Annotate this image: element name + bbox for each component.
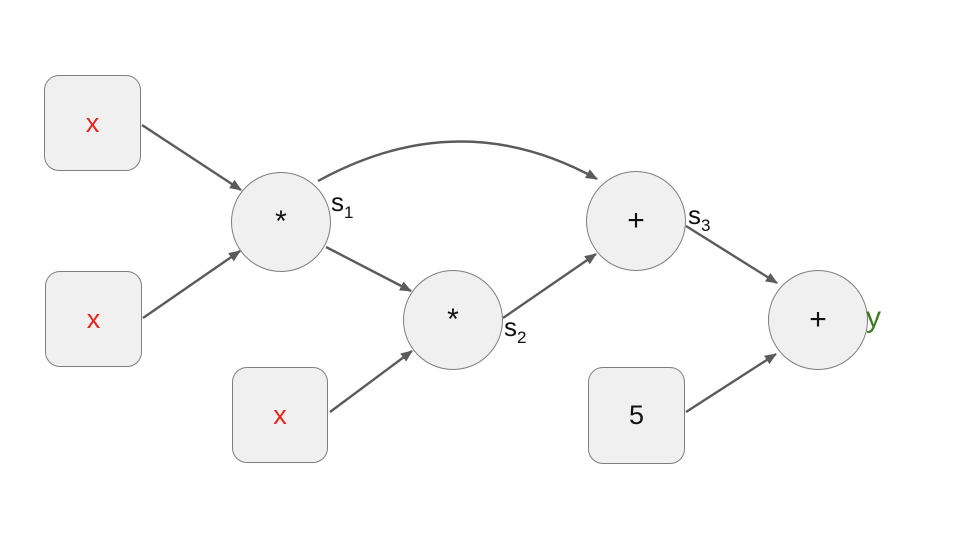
node-input-x2: x — [45, 271, 142, 367]
node-multiply-1: * — [231, 172, 331, 272]
label-s1-subscript: 1 — [344, 203, 354, 222]
label-s3: s3 — [688, 202, 710, 234]
node-add-1-label: + — [627, 204, 645, 237]
node-add-1: + — [586, 171, 686, 271]
node-multiply-2-label: * — [447, 303, 459, 336]
node-input-x1-label: x — [85, 107, 100, 138]
node-input-x2-label: x — [86, 303, 101, 334]
node-add-2-label: + — [809, 303, 827, 336]
node-input-x1: x — [44, 75, 141, 171]
edge-add1-to-add2 — [685, 224, 778, 285]
edge-const5-to-add2 — [685, 352, 777, 414]
node-const-5-label: 5 — [628, 400, 645, 430]
label-s2-subscript: 2 — [517, 328, 527, 347]
node-multiply-2: * — [403, 270, 503, 370]
label-s2-base: s — [504, 312, 517, 342]
node-add-2: + — [768, 270, 868, 370]
label-s1-base: s — [331, 187, 344, 217]
label-s3-subscript: 3 — [701, 216, 711, 235]
label-s2: s2 — [504, 314, 526, 346]
label-s3-base: s — [688, 200, 701, 230]
label-s1: s1 — [331, 189, 353, 221]
edge-mul1-to-mul2 — [325, 245, 412, 293]
edge-x3-to-mul2 — [329, 350, 413, 413]
node-input-x3: x — [232, 367, 328, 463]
node-const-5: 5 — [588, 367, 685, 464]
node-multiply-1-label: * — [275, 205, 287, 238]
edge-mul2-to-add1 — [502, 253, 597, 319]
node-input-x3-label: x — [273, 399, 287, 430]
edge-x2-to-mul1 — [142, 250, 241, 319]
edge-x1-to-mul1 — [141, 123, 242, 192]
edge-mul1-to-add1-curve — [317, 140, 598, 183]
label-output-y: y — [866, 301, 881, 334]
